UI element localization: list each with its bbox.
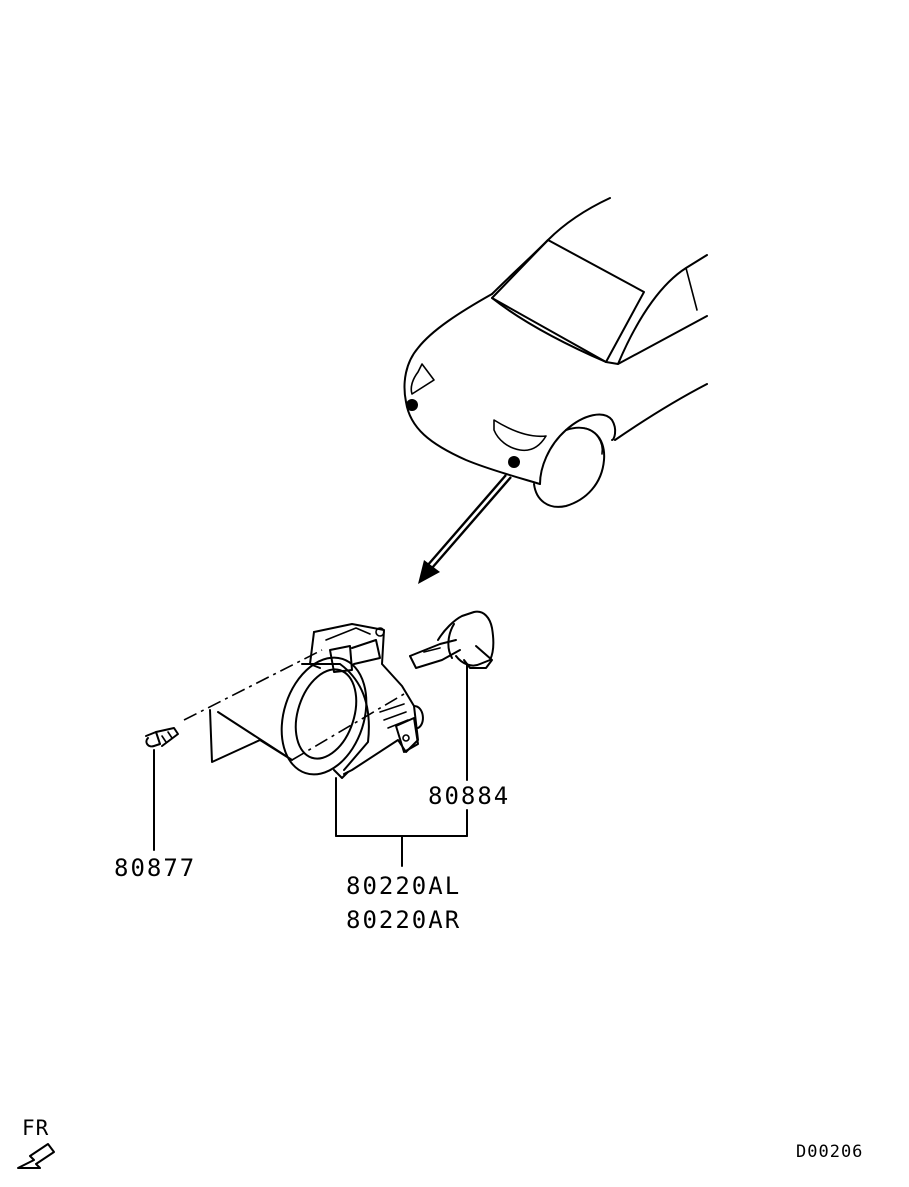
part-number-lamp-left: 80220AL xyxy=(346,872,462,900)
location-arrow xyxy=(418,474,512,584)
vehicle-outline xyxy=(403,197,708,508)
front-arrow-icon xyxy=(17,1143,55,1169)
part-number-bulb: 80884 xyxy=(428,782,511,810)
fog-lamp-assembly xyxy=(183,623,424,779)
screw xyxy=(145,727,179,748)
bulb xyxy=(409,610,495,669)
diagram-code: D00206 xyxy=(796,1142,864,1162)
front-marker-label: FR xyxy=(22,1116,50,1140)
part-number-lamp-right: 80220AR xyxy=(346,906,462,934)
leader-lines xyxy=(153,663,468,867)
part-number-screw: 80877 xyxy=(114,854,197,882)
